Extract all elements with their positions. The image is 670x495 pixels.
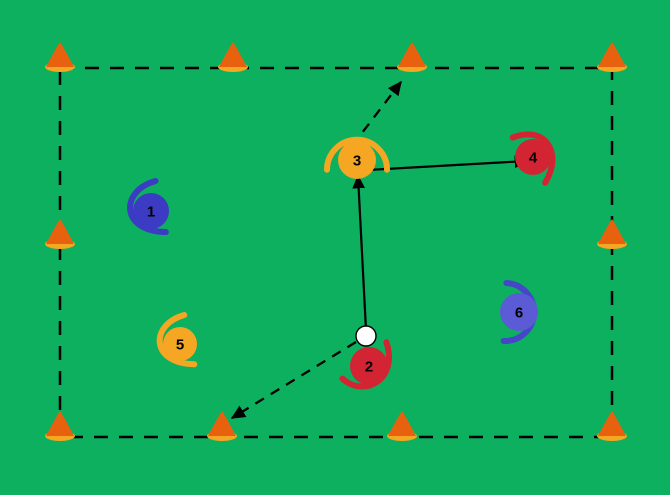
ball-circle[interactable] xyxy=(355,325,377,347)
cone-body xyxy=(46,411,74,436)
player-5-arc xyxy=(156,312,198,368)
cone-right-mid xyxy=(597,219,627,249)
player-4-arc xyxy=(509,131,556,186)
cone-body xyxy=(46,219,74,244)
pass-arrow-player-3-to-player-4 xyxy=(367,155,529,172)
cone-top-left xyxy=(45,42,75,72)
cone-markers xyxy=(45,42,627,441)
cone-body xyxy=(598,411,626,436)
cone-body xyxy=(388,411,416,436)
player-3-arc xyxy=(324,136,390,173)
cone-body xyxy=(208,411,236,436)
player-1-disc[interactable] xyxy=(133,193,169,229)
pass-arrow-ball-to-player-3 xyxy=(352,174,368,331)
cone-bottom-left xyxy=(45,411,75,441)
player-4-disc[interactable] xyxy=(515,139,551,175)
movement-arrows xyxy=(230,80,529,419)
cone-bottom-mid-right xyxy=(387,411,417,441)
cone-body xyxy=(398,42,426,67)
player-1-arc xyxy=(127,178,169,236)
field-boundary xyxy=(58,66,614,439)
player-2-disc[interactable] xyxy=(350,347,388,385)
cone-body xyxy=(46,42,74,67)
player-5-disc[interactable] xyxy=(163,327,197,361)
player-6-disc[interactable] xyxy=(500,293,538,331)
cone-top-mid-right xyxy=(397,42,427,72)
cone-body xyxy=(598,219,626,244)
player-3-disc[interactable] xyxy=(338,141,376,179)
run-arrow-player-3-upfield xyxy=(351,80,402,147)
cone-bottom-right xyxy=(597,411,627,441)
ball-marker xyxy=(355,325,377,347)
cone-body xyxy=(219,42,247,67)
cone-bottom-mid-left xyxy=(207,411,237,441)
cone-top-mid-left xyxy=(218,42,248,72)
boundary-rect xyxy=(58,66,614,439)
cone-left-mid xyxy=(45,219,75,249)
cone-body xyxy=(598,42,626,67)
cone-top-right xyxy=(597,42,627,72)
run-arrow-ball-to-bottom-left xyxy=(230,341,357,419)
